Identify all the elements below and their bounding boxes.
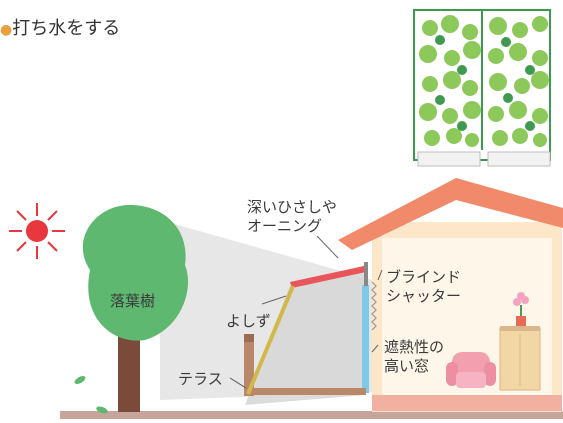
reed-screen — [246, 285, 295, 395]
sun-icon — [9, 203, 65, 259]
eaves-shade — [245, 270, 365, 405]
green-curtain-icon — [413, 9, 551, 167]
label-eaves-2: オーニング — [247, 217, 323, 235]
window — [362, 285, 369, 393]
label-blind-2: シャッター — [386, 287, 462, 305]
label-reed-screen: よしず — [226, 312, 271, 330]
armchair-icon — [446, 352, 496, 388]
flower-icon — [513, 292, 529, 326]
terrace-post — [244, 334, 254, 396]
label-window-2: 高い窓 — [384, 357, 430, 375]
ground — [60, 411, 563, 419]
bullet-icon: ● — [0, 22, 13, 38]
watering-tip: ●打ち水をする — [0, 14, 120, 40]
awning-post — [364, 262, 368, 286]
tree-trunk — [118, 326, 140, 412]
awning — [290, 266, 366, 288]
label-window-1: 遮熱性の — [384, 338, 445, 356]
label-blind-1: ブラインド — [386, 268, 462, 286]
label-tree: 落葉樹 — [110, 292, 156, 310]
roof — [338, 178, 563, 250]
floor — [372, 395, 562, 411]
label-eaves-1: 深いひさしや — [247, 198, 337, 216]
terrace-beam — [250, 388, 366, 395]
blind-icon — [371, 281, 377, 331]
label-terrace: テラス — [178, 370, 223, 388]
watering-tip-text: 打ち水をする — [12, 18, 121, 39]
tree-crown — [82, 205, 189, 341]
